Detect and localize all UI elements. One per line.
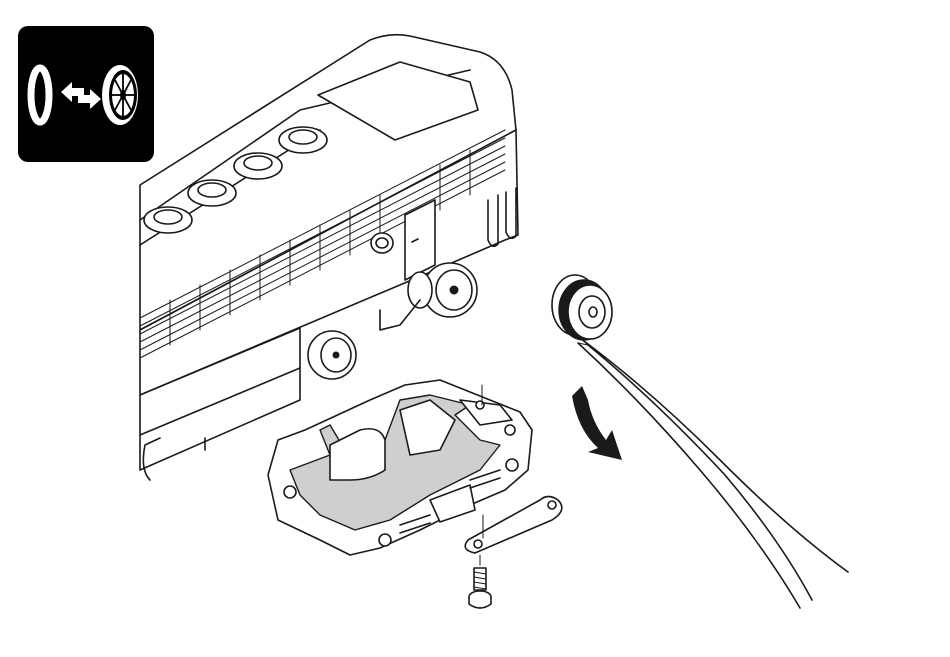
tire-swap-icon (18, 26, 154, 162)
tweezers (578, 338, 848, 608)
porthole (371, 233, 393, 253)
curved-arrow (572, 386, 622, 460)
side-door (405, 200, 435, 280)
wheel-spokes-icon (102, 65, 138, 125)
traction-tire-wheel (552, 275, 612, 340)
contact-plate (465, 497, 562, 554)
screw (469, 555, 491, 608)
